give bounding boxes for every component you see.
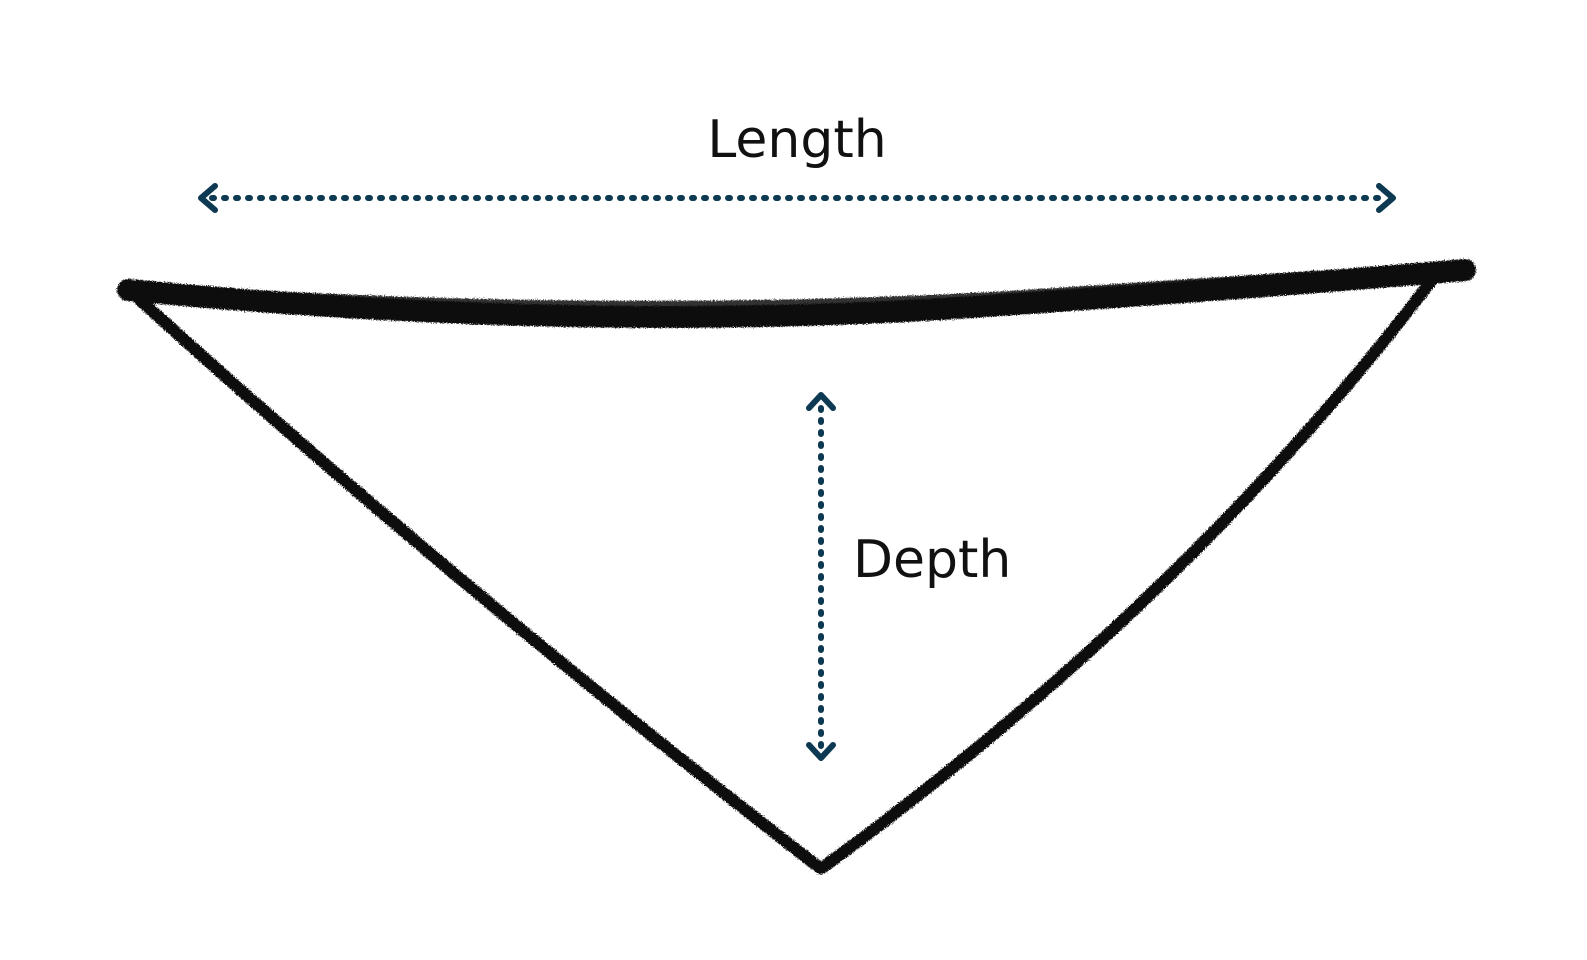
triangle-top-edge: [117, 259, 1476, 328]
depth-arrow-top-head: [806, 392, 836, 411]
depth-arrow: [806, 392, 836, 761]
depth-arrow-bottom-head: [806, 742, 836, 761]
length-arrow: [198, 183, 1396, 213]
triangle-right-edge: [816, 266, 1444, 874]
depth-label: Depth: [853, 530, 1011, 590]
length-arrow-right-head: [1376, 183, 1396, 213]
length-arrow-left-head: [198, 183, 218, 213]
triangle-outline: [117, 259, 1476, 874]
triangle-left-edge: [134, 294, 826, 874]
triangle-top-edge-shading: [135, 261, 1460, 310]
length-label: Length: [707, 110, 886, 170]
